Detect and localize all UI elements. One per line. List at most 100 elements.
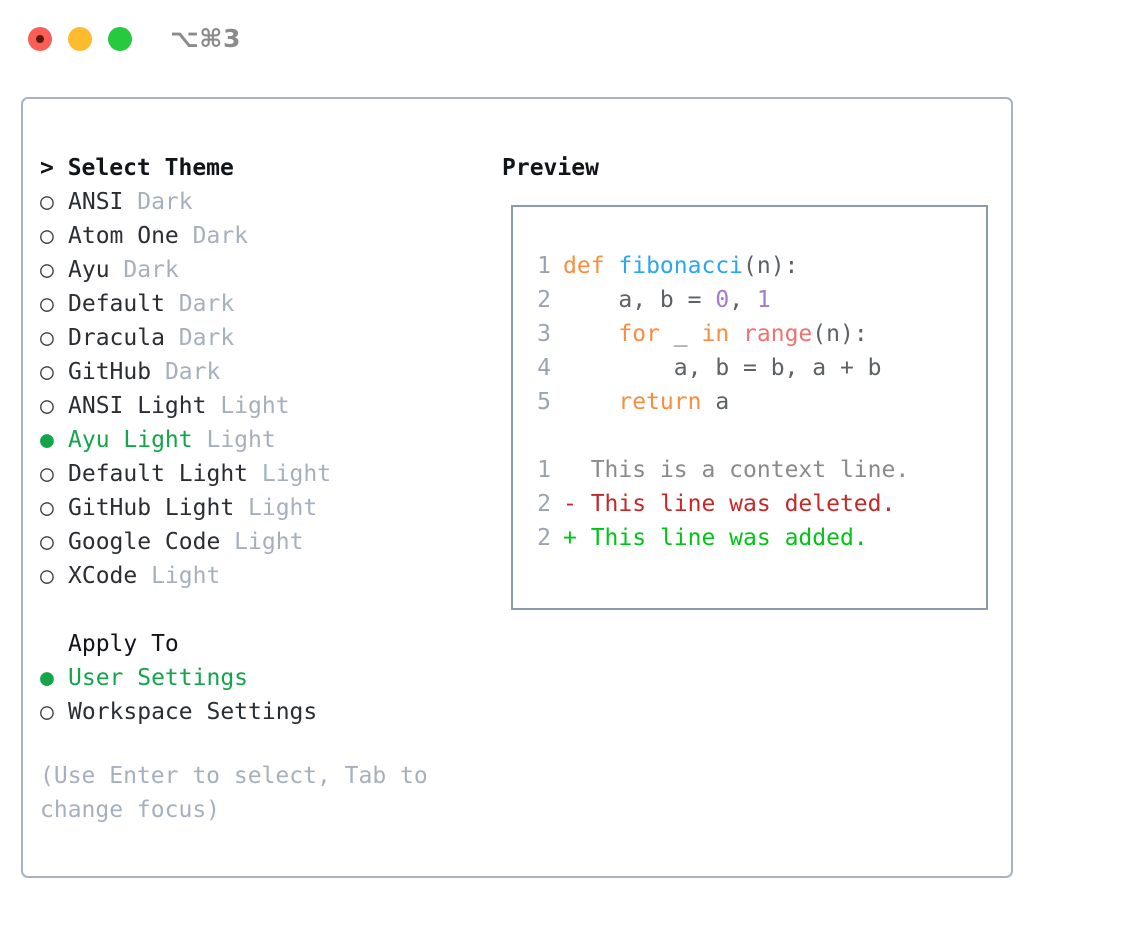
theme-name: Default [68, 291, 165, 317]
keyboard-shortcut-label: ⌥⌘3 [170, 24, 241, 53]
code-line: 1 def fibonacci(n): [525, 249, 909, 283]
theme-list-item[interactable]: ○Atom One Dark [40, 219, 470, 253]
code-line: 3 for _ in range(n): [525, 317, 909, 351]
minimize-button[interactable] [68, 27, 92, 51]
line-number: 2 [537, 287, 551, 313]
theme-variant-badge: Light [248, 461, 332, 487]
line-number: 1 [537, 457, 551, 483]
theme-variant-badge: Light [220, 529, 304, 555]
diff-sign: + [563, 525, 577, 551]
apply-to-label: User Settings [68, 665, 249, 691]
radio-selected-icon: ● [40, 665, 54, 691]
theme-picker-title: > Select Theme [40, 155, 234, 181]
radio-unselected-icon: ○ [40, 393, 54, 419]
apply-to-item[interactable]: ● User Settings [40, 661, 470, 695]
theme-list-item[interactable]: ● Ayu Light Light [40, 423, 470, 457]
theme-variant-badge: Light [206, 393, 290, 419]
code-token: fibonacci [618, 253, 744, 279]
code-line: 2 a, b = 0, 1 [525, 283, 909, 317]
theme-variant-badge: Dark [178, 223, 249, 249]
code-token: def [563, 253, 619, 279]
title-bar: ⌥⌘3 [0, 0, 1140, 76]
diff-line: 1 This is a context line. [525, 453, 909, 487]
theme-name: Dracula [68, 325, 165, 351]
code-line: 5 return a [525, 385, 909, 419]
theme-variant-badge: Light [192, 427, 276, 453]
code-line: 4 a, b = b, a + b [525, 351, 909, 385]
preview-title: Preview [502, 155, 599, 181]
theme-picker-column: > Select Theme ○ANSI Dark○Atom One Dark○… [40, 151, 470, 827]
diff-sign [563, 457, 577, 483]
theme-name: Atom One [68, 223, 179, 249]
theme-variant-badge: Dark [151, 359, 221, 385]
code-token: a, b = [563, 287, 716, 313]
code-token: (n): [812, 321, 868, 347]
apply-to-label: Workspace Settings [68, 699, 318, 725]
line-number: 3 [537, 321, 551, 347]
theme-name: GitHub [68, 359, 152, 385]
theme-list-item[interactable]: ○Default Dark [40, 287, 470, 321]
code-token: range [743, 321, 813, 347]
code-gap [525, 419, 909, 453]
theme-list-item[interactable]: ○ GitHub Dark [40, 355, 470, 389]
radio-unselected-icon: ○ [40, 257, 54, 283]
theme-name: GitHub Light [68, 495, 235, 521]
radio-unselected-icon: ○ [40, 291, 54, 317]
diff-text: This line was deleted. [576, 491, 896, 517]
radio-unselected-icon: ○ [40, 359, 54, 385]
theme-list-item[interactable]: ○GitHub Light Light [40, 491, 470, 525]
content-panel: > Select Theme ○ANSI Dark○Atom One Dark○… [21, 97, 1013, 878]
code-token: in [701, 321, 730, 347]
apply-to-item[interactable]: ○ Workspace Settings [40, 695, 470, 729]
theme-variant-badge: Dark [164, 325, 235, 351]
theme-name: ANSI [68, 189, 124, 215]
theme-variant-badge: Dark [109, 257, 179, 283]
diff-line: 2 + This line was added. [525, 521, 909, 555]
diff-sign: - [563, 491, 577, 517]
preview-column: Preview [502, 151, 599, 185]
theme-list-item[interactable]: ○ANSI Light Light [40, 389, 470, 423]
radio-unselected-icon: ○ [40, 563, 54, 589]
help-text: (Use Enter to select, Tab to change focu… [40, 763, 442, 823]
theme-variant-badge: Dark [123, 189, 193, 215]
line-number: 2 [537, 525, 551, 551]
line-number: 4 [537, 355, 551, 381]
code-token: return [618, 389, 702, 415]
code-token: for [618, 321, 660, 347]
theme-list-item[interactable]: ○ Google Code Light [40, 525, 470, 559]
theme-name: XCode [68, 563, 138, 589]
line-number: 5 [537, 389, 551, 415]
code-token: a, b = b, a + b [563, 355, 882, 381]
theme-name: Default Light [68, 461, 249, 487]
code-token [563, 389, 618, 415]
code-token: (n): [743, 253, 799, 279]
theme-list-item[interactable]: ○ Ayu Dark [40, 253, 470, 287]
theme-name: Ayu [68, 257, 110, 283]
close-button[interactable] [28, 27, 52, 51]
apply-to-list[interactable]: ● User Settings ○ Workspace Settings [40, 661, 470, 729]
radio-selected-icon: ● [40, 427, 54, 453]
radio-unselected-icon: ○ [40, 325, 54, 351]
theme-list-item[interactable]: ○ANSI Dark [40, 185, 470, 219]
code-token: 0 [715, 287, 730, 313]
diff-text: This line was added. [576, 525, 868, 551]
code-token: _ [659, 321, 702, 347]
theme-list-item[interactable]: ○ XCode Light [40, 559, 470, 593]
theme-name: Ayu Light [68, 427, 193, 453]
theme-list[interactable]: ○ANSI Dark○Atom One Dark○Ayu Dark○Defaul… [40, 185, 470, 593]
theme-list-item[interactable]: ○ Default Light Light [40, 457, 470, 491]
code-token: a [701, 389, 730, 415]
theme-list-item[interactable]: ○ Dracula Dark [40, 321, 470, 355]
theme-variant-badge: Light [137, 563, 221, 589]
maximize-button[interactable] [108, 27, 132, 51]
radio-unselected-icon: ○ [40, 529, 54, 555]
radio-unselected-icon: ○ [40, 699, 54, 725]
line-number: 1 [537, 253, 551, 279]
diff-text: This is a context line. [576, 457, 910, 483]
radio-unselected-icon: ○ [40, 461, 54, 487]
theme-name: Google Code [68, 529, 221, 555]
code-token: 1 [756, 287, 771, 313]
apply-to-title: Apply To [68, 631, 179, 657]
